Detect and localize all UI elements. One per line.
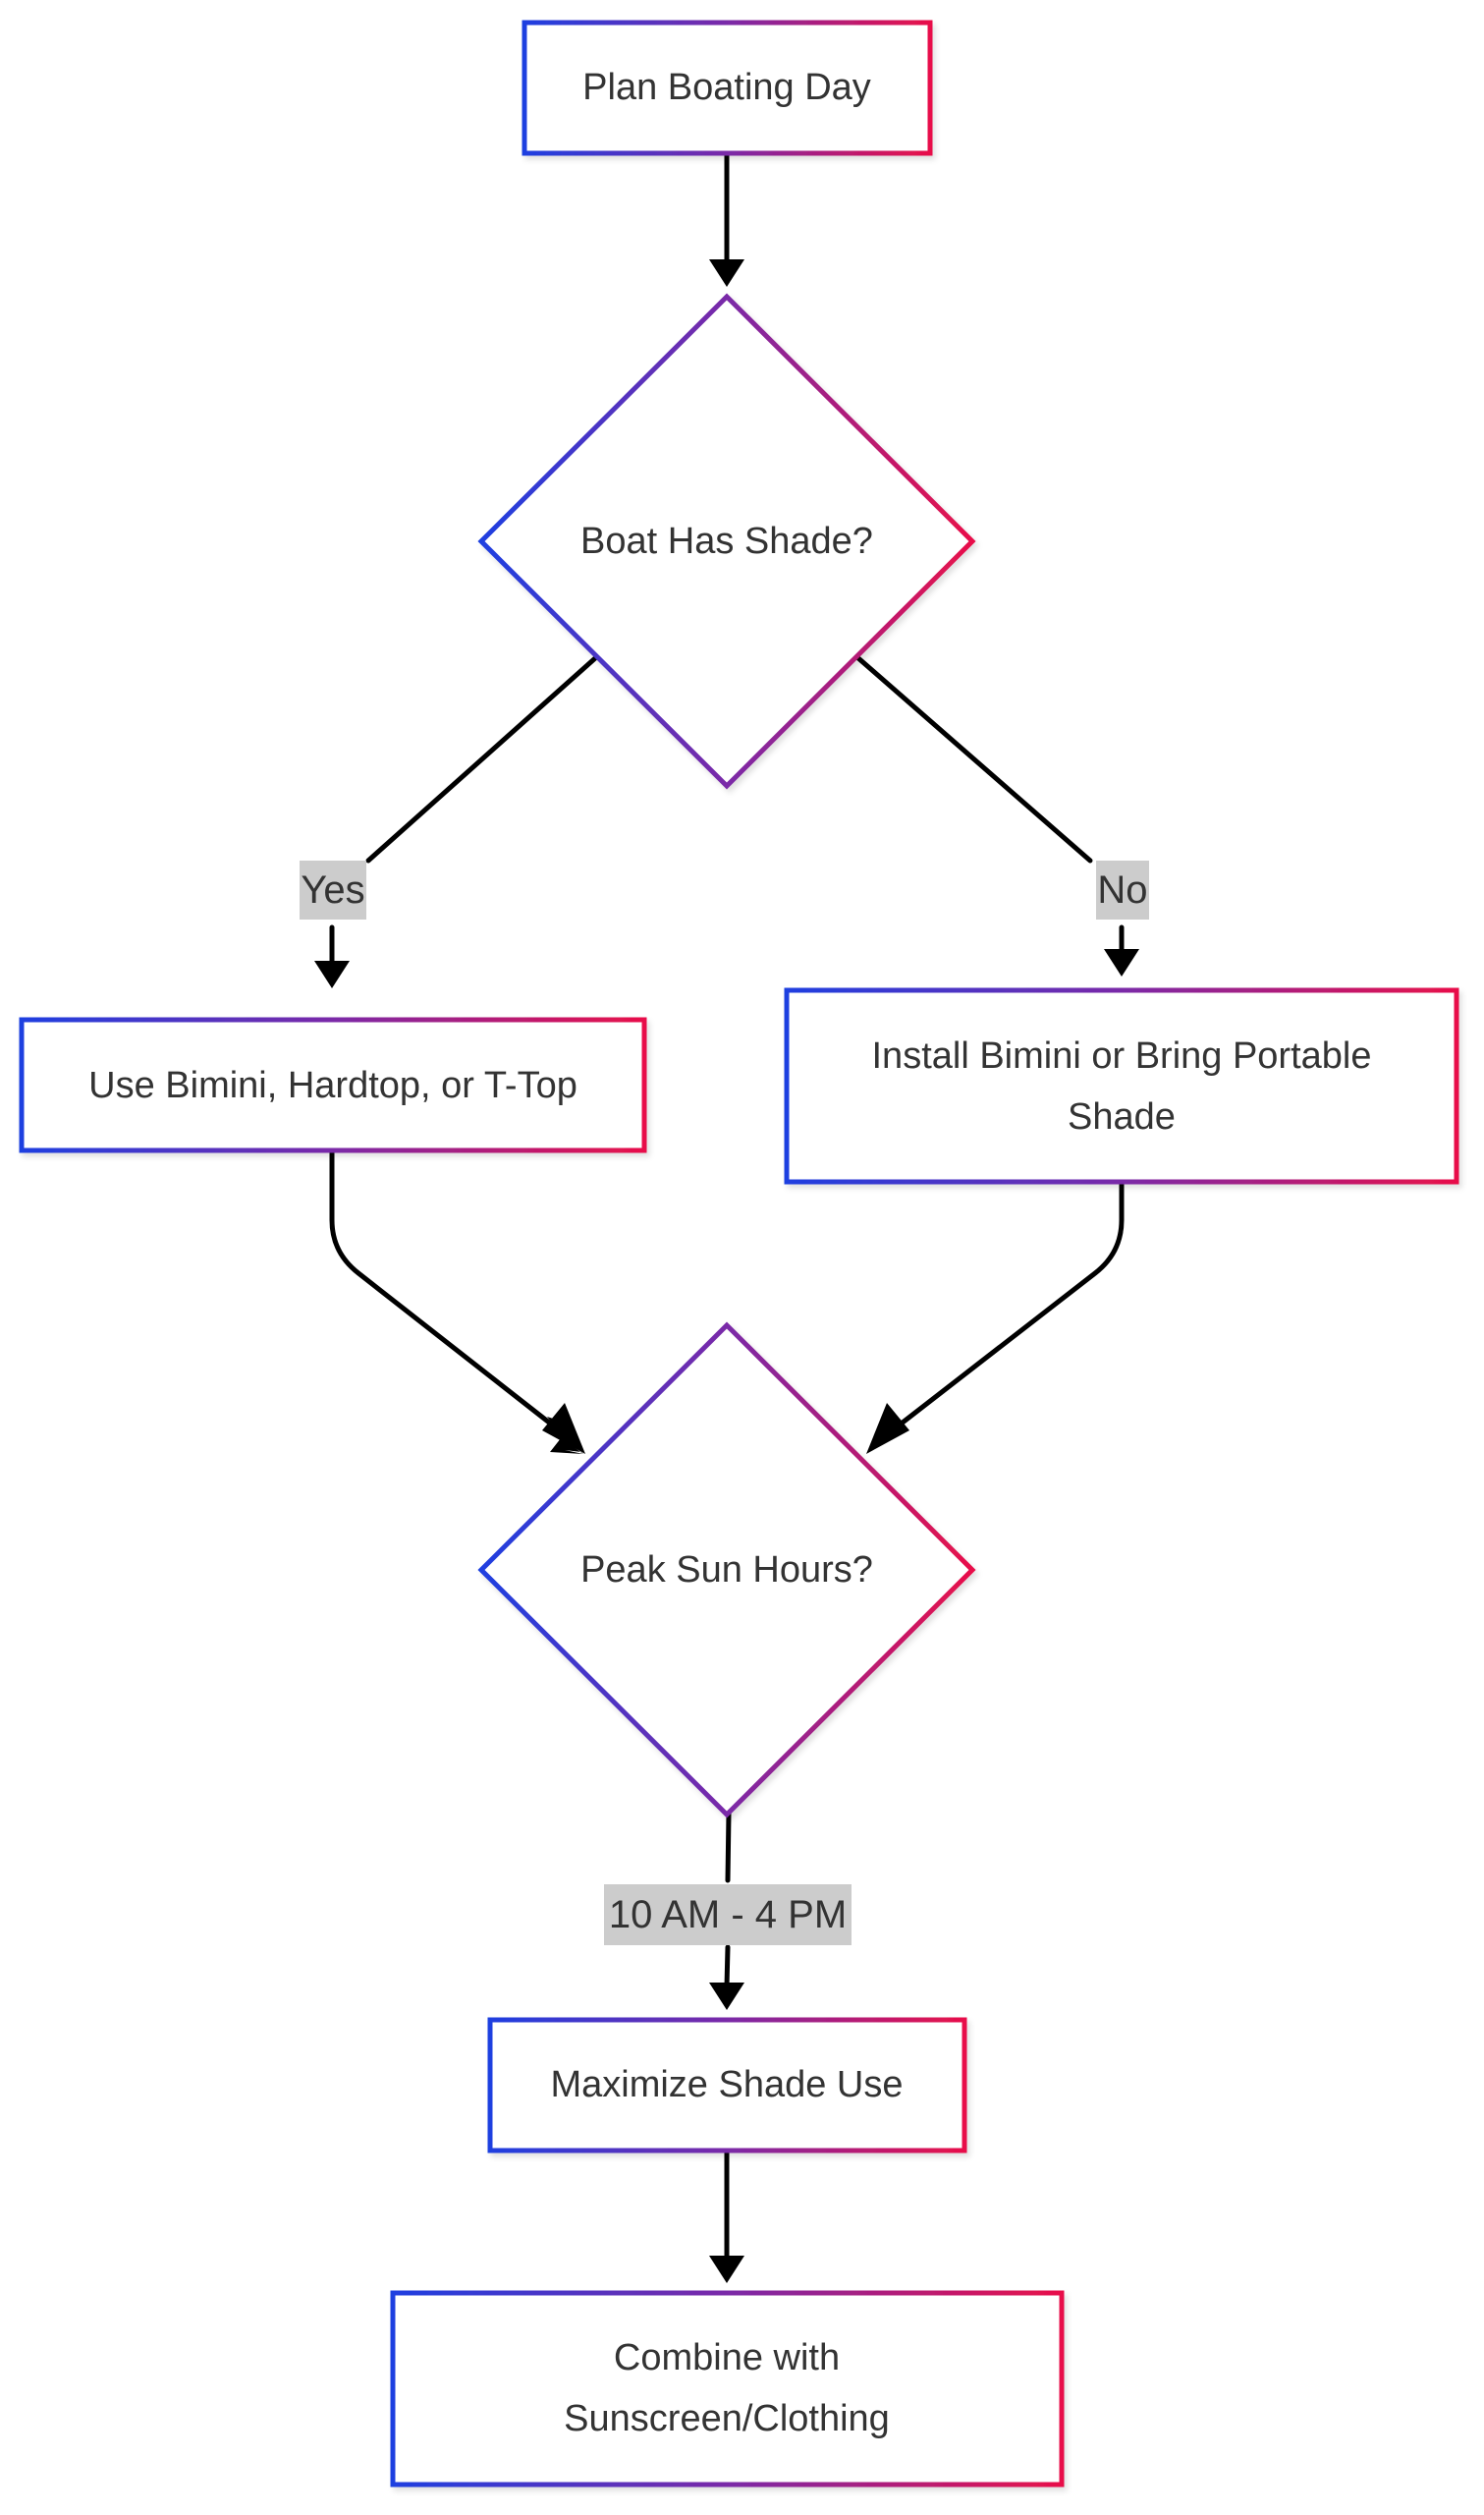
node-label: Boat Has Shade? [580,521,873,562]
edge-label-text: Yes [301,868,364,912]
arrowhead [1104,949,1139,977]
node-boat-has-shade[interactable]: Boat Has Shade? [477,293,976,790]
decision-diamond [477,1321,976,1818]
node-box [784,987,1459,1185]
arrowhead [542,1403,585,1454]
arrowhead [709,1983,744,2010]
edge-label-bg [1096,861,1149,920]
node-label: Peak Sun Hours? [580,1549,873,1591]
node-box [19,1017,647,1153]
edge-label-bg [604,1884,852,1945]
edge-label-no: No [1096,861,1149,920]
node-box [390,2290,1065,2487]
arrowhead [709,2256,744,2283]
node-box [522,20,933,156]
edge-maximize-to-combine [709,2149,744,2283]
node-label-line-1: Combine with [614,2337,840,2378]
node-label-line-2: Shade [1068,1096,1176,1138]
decision-diamond [477,293,976,790]
edge-label-hours: 10 AM - 4 PM [604,1884,852,1945]
node-label: Plan Boating Day [582,67,871,108]
arrowhead [314,961,350,988]
node-use-bimini-hardtop-ttop[interactable]: Use Bimini, Hardtop, or T-Top [19,1017,647,1153]
edges [314,152,1139,2283]
node-label-line-1: Install Bimini or Bring Portable [872,1035,1372,1077]
node-install-bimini-or-portable-shade[interactable]: Install Bimini or Bring Portable Shade [784,987,1459,1185]
node-maximize-shade-use[interactable]: Maximize Shade Use [487,2017,967,2153]
edge-shade-check-to-install [855,655,1139,977]
edge-peak-sun-to-maximize [709,1811,744,2010]
edge-shade-check-to-use-existing [314,655,598,988]
edge-label-bg [300,861,366,920]
edge-label-text: 10 AM - 4 PM [609,1893,847,1936]
edge-plan-to-shade-check [709,152,744,287]
arrowhead [866,1403,909,1454]
arrowhead [709,259,744,287]
node-box [487,2017,967,2153]
node-label-line-2: Sunscreen/Clothing [564,2398,890,2439]
node-combine-with-sunscreen-clothing[interactable]: Combine with Sunscreen/Clothing [390,2290,1065,2487]
node-label: Use Bimini, Hardtop, or T-Top [88,1065,577,1106]
node-peak-sun-hours[interactable]: Peak Sun Hours? [477,1321,976,1818]
node-label: Maximize Shade Use [550,2064,903,2105]
edge-use-existing-to-peak-sun [329,1148,585,1454]
edge-label-yes: Yes [300,861,366,920]
node-plan-boating-day[interactable]: Plan Boating Day [522,20,933,156]
edge-label-text: No [1097,868,1147,912]
edge-install-to-peak-sun [866,1180,1125,1454]
